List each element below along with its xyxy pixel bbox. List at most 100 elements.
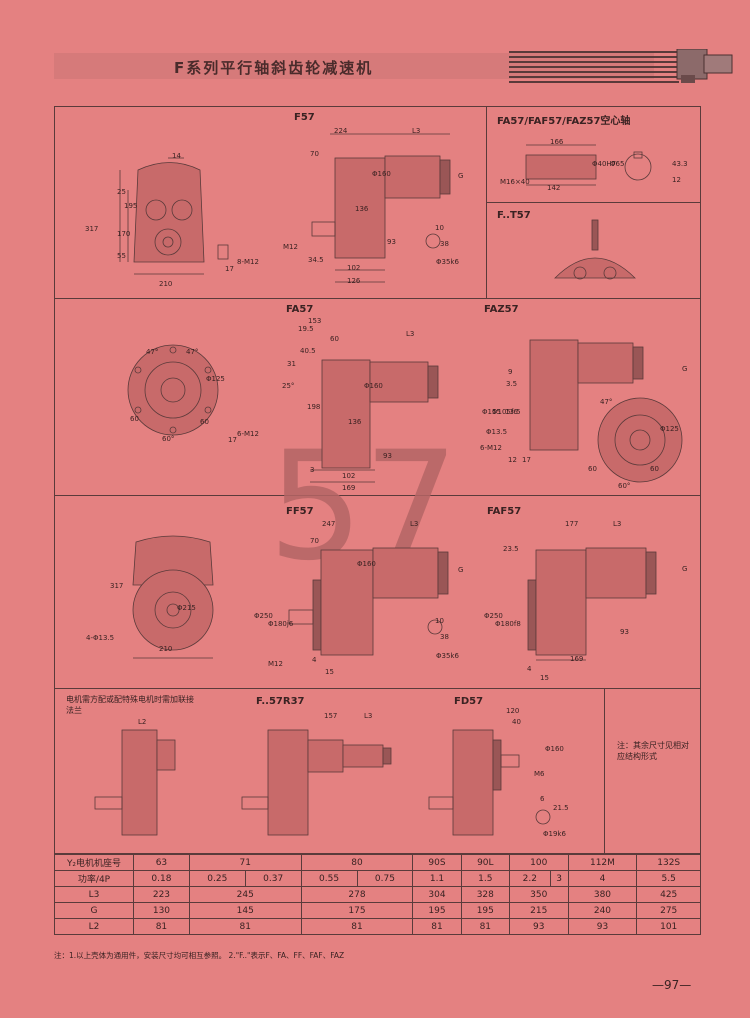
table-cell: 380 (567, 886, 638, 903)
dim-fa57-l3: L3 (406, 330, 415, 338)
dim-fa57-3: 3 (310, 466, 315, 474)
row-label: L3 (54, 886, 134, 903)
dim-fr37-157: 157 (324, 712, 338, 720)
dim-faf57-93: 93 (620, 628, 629, 636)
row-label: G (54, 902, 134, 919)
dim-f57-136: 136 (355, 205, 369, 213)
dim-faf57-g: G (682, 565, 688, 573)
table-cell: 215 (508, 902, 569, 919)
table-cell: 81 (412, 918, 462, 935)
dim-f57-224: 224 (334, 127, 348, 135)
dim-fa57-169: 169 (342, 484, 356, 492)
table-cell: 80 (300, 854, 414, 871)
table-cell: 81 (300, 918, 414, 935)
page-title: F系列平行轴斜齿轮减速机 (174, 59, 374, 77)
dim-ff57-10: 10 (435, 617, 444, 625)
dim-faz57-g: G (682, 365, 688, 373)
fr37-drawing (241, 729, 392, 836)
label-hollow-shaft: FA57/FAF57/FAZ57空心轴 (497, 116, 631, 127)
dim-fa57-153: 153 (308, 317, 322, 325)
label-faz57: FAZ57 (484, 304, 519, 315)
row-label: L2 (54, 918, 134, 935)
dim-fa57-phi160: Φ160 (364, 382, 383, 390)
table-row: 功率/4P 0.18 0.25 0.37 0.55 0.75 1.1 1.5 2… (54, 870, 701, 887)
dim-hollow-43-3: 43.3 (672, 160, 688, 168)
dim-fa57-19-5: 19.5 (298, 325, 314, 333)
dim-front-14: 14 (172, 152, 181, 160)
dim-ff57-4: 4 (312, 656, 317, 664)
label-fd57: FD57 (454, 696, 484, 707)
table-cell: 81 (133, 918, 190, 935)
dim-f57-10: 10 (435, 224, 444, 232)
divider-h1 (54, 298, 701, 299)
dim-ff57-phi180j6: Φ180j6 (268, 620, 294, 628)
dim-fa57-40-5: 40.5 (300, 347, 316, 355)
hollow-shaft-drawing (525, 144, 652, 186)
dim-fa57-102: 102 (342, 472, 356, 480)
dim-faf57-l3: L3 (613, 520, 622, 528)
dim-ff57-38: 38 (440, 633, 449, 641)
table-cell: 100 (508, 854, 569, 871)
dim-fa57-47-a: 47° (146, 348, 159, 356)
dim-faf57-4: 4 (527, 665, 532, 673)
table-cell: 90S (412, 854, 462, 871)
dim-fa57-136: 136 (348, 418, 362, 426)
dim-front-17: 17 (225, 265, 234, 273)
dim-faf57-177: 177 (565, 520, 579, 528)
dim-f57-l3: L3 (412, 127, 421, 135)
ft57-drawing (554, 219, 636, 280)
dim-f57-phi160: Φ160 (372, 170, 391, 178)
table-cell: 195 (460, 902, 510, 919)
table-cell: 145 (188, 902, 302, 919)
table-cell: 132S (636, 854, 701, 871)
dim-front-195: 195 (124, 202, 138, 210)
dim-faz57-9: 9 (508, 368, 513, 376)
table-cell: 278 (300, 886, 414, 903)
dim-f57-g: G (458, 172, 464, 180)
table-cell: 63 (133, 854, 190, 871)
dim-faz57-60-b: 60 (650, 465, 659, 473)
dim-fd57-phi160: Φ160 (545, 745, 564, 753)
divider-v2 (604, 688, 605, 854)
table-cell: 245 (188, 886, 302, 903)
table-cell: 0.18 (133, 870, 190, 887)
dim-f57-38: 38 (440, 240, 449, 248)
table-cell: 93 (508, 918, 569, 935)
dim-fa57-6m12: 6-M12 (237, 430, 259, 438)
dim-f57-102: 102 (347, 264, 361, 272)
dim-fd57-40: 40 (512, 718, 521, 726)
divider-h2 (54, 495, 701, 496)
dim-f57-m12: M12 (283, 243, 298, 251)
flange-option-drawing (94, 729, 176, 836)
dim-ff57-70: 70 (310, 537, 319, 545)
label-faf57: FAF57 (487, 506, 522, 517)
dim-fa57-198: 198 (307, 403, 321, 411)
other-dims-note: 注：其余尺寸见相对应结构形式 (617, 741, 689, 761)
table-cell: 328 (460, 886, 510, 903)
dim-ff57-g: G (458, 566, 464, 574)
dim-f57-34-5: 34.5 (308, 256, 324, 264)
table-cell: 275 (636, 902, 701, 919)
table-row: L3 223 245 278 304 328 350 380 425 (54, 886, 701, 903)
f57-side-drawing (311, 133, 451, 283)
dim-front-317: 317 (85, 225, 99, 233)
dim-faz57-phi125: Φ125 (660, 425, 679, 433)
dim-fa57-47-b: 47° (186, 348, 199, 356)
table-cell: 3 (549, 870, 569, 887)
table-cell: 0.25 (188, 870, 246, 887)
faf57-drawing (527, 547, 657, 661)
flange-note: 电机需方配或配特殊电机时需加联接法兰 (66, 695, 194, 715)
dim-hollow-phi40h7: Φ40H7 (592, 160, 617, 168)
dim-front-170: 170 (117, 230, 131, 238)
row-label: Y₂电机机座号 (54, 854, 134, 871)
dim-fd57-21-5: 21.5 (553, 804, 569, 812)
table-cell: 101 (636, 918, 701, 935)
dim-faz57-47deg: 47° (600, 398, 613, 406)
dim-faz57-60-a: 60 (588, 465, 597, 473)
dim-hollow-166: 166 (550, 138, 564, 146)
dim-ff57-l3: L3 (410, 520, 419, 528)
dim-hollow-12: 12 (672, 176, 681, 184)
dim-fd57-m6: M6 (534, 770, 545, 778)
table-cell: 223 (133, 886, 190, 903)
dim-f57-126: 126 (347, 277, 361, 285)
